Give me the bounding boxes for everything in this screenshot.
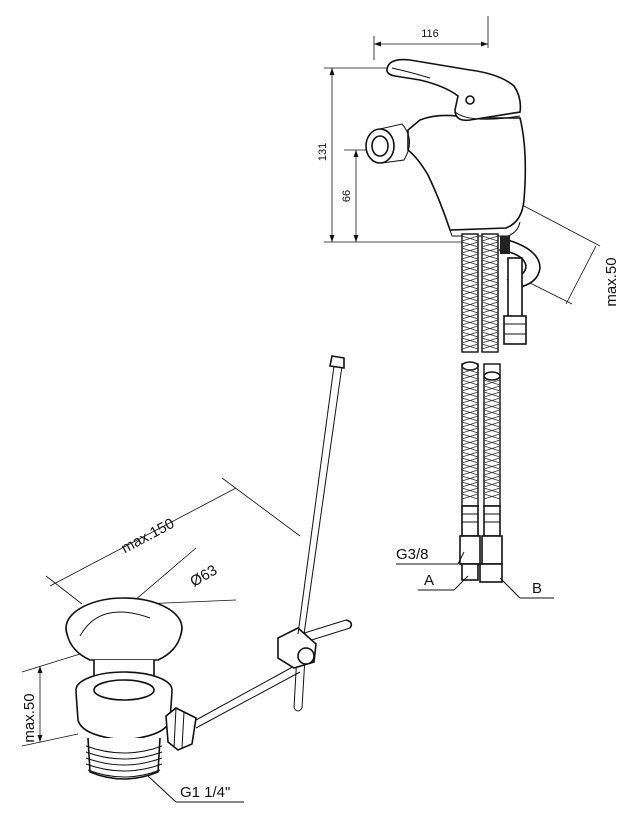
spout-nozzle (365, 123, 410, 164)
label-a: A (424, 572, 434, 589)
dim-max-depth-label: max.50 (603, 257, 620, 306)
dim-diameter-label: Ø63 (187, 562, 220, 591)
faucet-body (407, 114, 527, 231)
pop-up-drain: max.150 Ø63 max.50 (21, 355, 353, 803)
hose-fitting-b (479, 505, 503, 583)
dim-height-label: 131 (317, 143, 329, 161)
drain-linkage-rod[interactable] (195, 355, 353, 729)
drain-thread-text: G1 1/4" (180, 784, 230, 801)
label-b: B (532, 580, 542, 597)
hose-braid (461, 235, 501, 500)
connection-labels: G3/8 A B (396, 546, 554, 599)
dimension-height: 131 (317, 67, 462, 243)
dim-spout-label: 66 (341, 190, 353, 202)
drain-cap[interactable] (65, 597, 183, 661)
bidet-faucet: 116 131 66 (317, 16, 620, 599)
thread-label: G3/8 (396, 546, 429, 563)
mounting-nut (498, 239, 541, 345)
dim-width-label: 116 (421, 28, 439, 40)
drain-body (75, 660, 173, 780)
dim-max-length-label: max.150 (118, 515, 177, 557)
drain-thread-label: G1 1/4" (147, 775, 244, 803)
dimension-max-depth: max.50 (523, 205, 620, 307)
dimension-spout: 66 (341, 149, 372, 242)
dimension-max-height: max.50 (21, 653, 81, 747)
hose-fitting-a (459, 505, 481, 581)
dimension-width: 116 (373, 16, 489, 60)
dimension-max-length: max.150 (45, 477, 301, 605)
faucet-handle[interactable] (386, 58, 522, 122)
dim-max-height-label: max.50 (21, 693, 38, 742)
drain-side-nut (165, 707, 197, 751)
hose-lower (461, 361, 501, 507)
